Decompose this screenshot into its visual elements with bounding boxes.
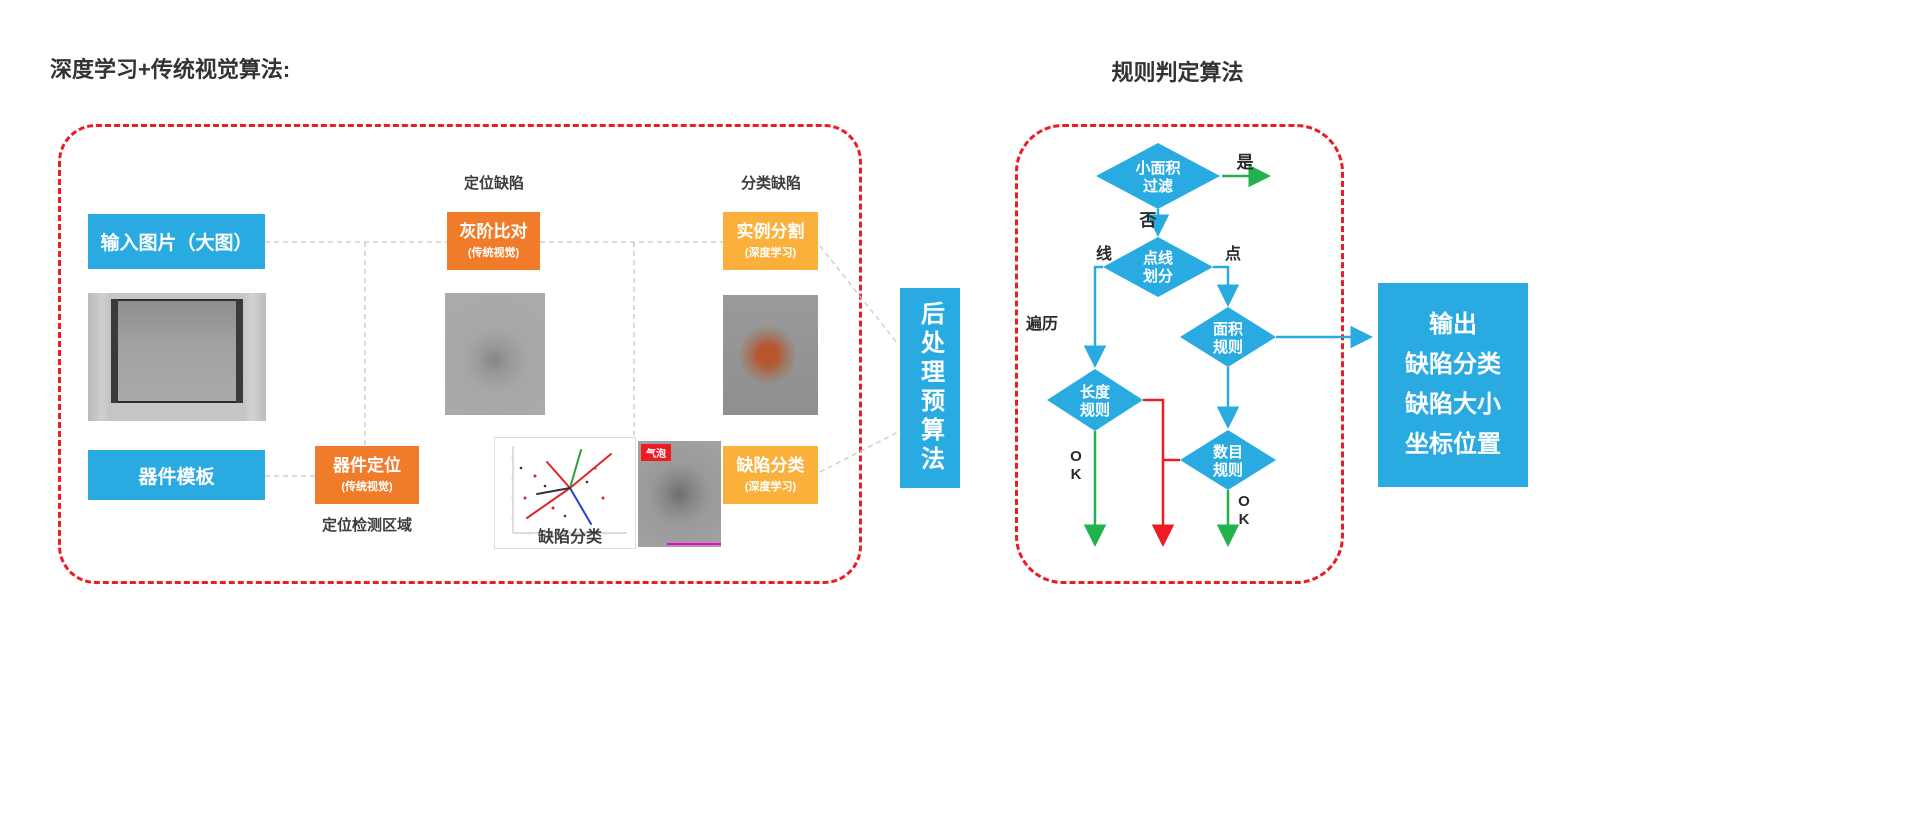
instance-seg-box: 实例分割 (深度学习) xyxy=(723,212,818,270)
bubble-magenta-line xyxy=(667,543,721,545)
device-template-box-label: 器件模板 xyxy=(138,466,215,488)
output-line-4: 坐标位置 xyxy=(1405,431,1501,458)
photo-left-bar xyxy=(111,299,119,404)
scatter-caption: 缺陷分类 xyxy=(537,529,602,546)
left-pipeline-frame xyxy=(58,124,862,584)
output-line-3: 缺陷大小 xyxy=(1405,391,1501,418)
output-box: 输出 缺陷分类 缺陷大小 坐标位置 xyxy=(1378,283,1528,487)
instance-seg-result-photo xyxy=(723,295,818,415)
output-line-2: 缺陷分类 xyxy=(1405,351,1501,378)
classify-defect-label: 分类缺陷 xyxy=(740,175,801,192)
gray-compare-result-photo xyxy=(445,293,545,415)
device-locate-title: 器件定位 xyxy=(333,456,401,475)
scatter-plot-drawing xyxy=(511,446,627,535)
defect-classify-title: 缺陷分类 xyxy=(736,456,805,475)
output-line-1: 输出 xyxy=(1429,311,1477,338)
right-section-title: 规则判定算法 xyxy=(1111,60,1244,85)
input-image-box: 输入图片（大图） xyxy=(88,214,265,269)
instance-seg-subtitle: (深度学习) xyxy=(744,247,797,259)
locate-defect-label: 定位缺陷 xyxy=(463,175,524,192)
left-section-title: 深度学习+传统视觉算法: xyxy=(50,57,291,82)
instance-seg-title: 实例分割 xyxy=(736,222,805,241)
input-component-photo xyxy=(88,293,266,421)
device-locate-subtitle: (传统视觉) xyxy=(341,481,393,493)
bubble-defect-photo: 气泡 xyxy=(638,441,721,547)
photo-left-edge xyxy=(88,293,112,421)
photo-center-region xyxy=(118,299,236,404)
photo-right-edge xyxy=(242,293,266,421)
defect-classify-box: 缺陷分类 (深度学习) xyxy=(723,446,818,504)
gray-compare-subtitle: (传统视觉) xyxy=(467,247,520,259)
input-image-box-label: 输入图片（大图） xyxy=(100,233,253,254)
photo-right-bar xyxy=(235,299,243,404)
rule-flowchart-frame xyxy=(1015,124,1344,584)
bubble-tag-label: 气泡 xyxy=(641,444,671,461)
device-locate-box: 器件定位 (传统视觉) xyxy=(315,446,419,504)
post-process-label: 后处理预算法 xyxy=(916,301,944,475)
gray-compare-box: 灰阶比对 (传统视觉) xyxy=(447,212,540,270)
device-template-box: 器件模板 xyxy=(88,450,265,500)
gray-compare-title: 灰阶比对 xyxy=(459,222,528,241)
defect-classify-subtitle: (深度学习) xyxy=(744,481,797,493)
defect-scatter-plot xyxy=(494,437,636,549)
post-process-box: 后处理预算法 xyxy=(900,288,960,488)
locate-region-label: 定位检测区域 xyxy=(321,517,412,534)
